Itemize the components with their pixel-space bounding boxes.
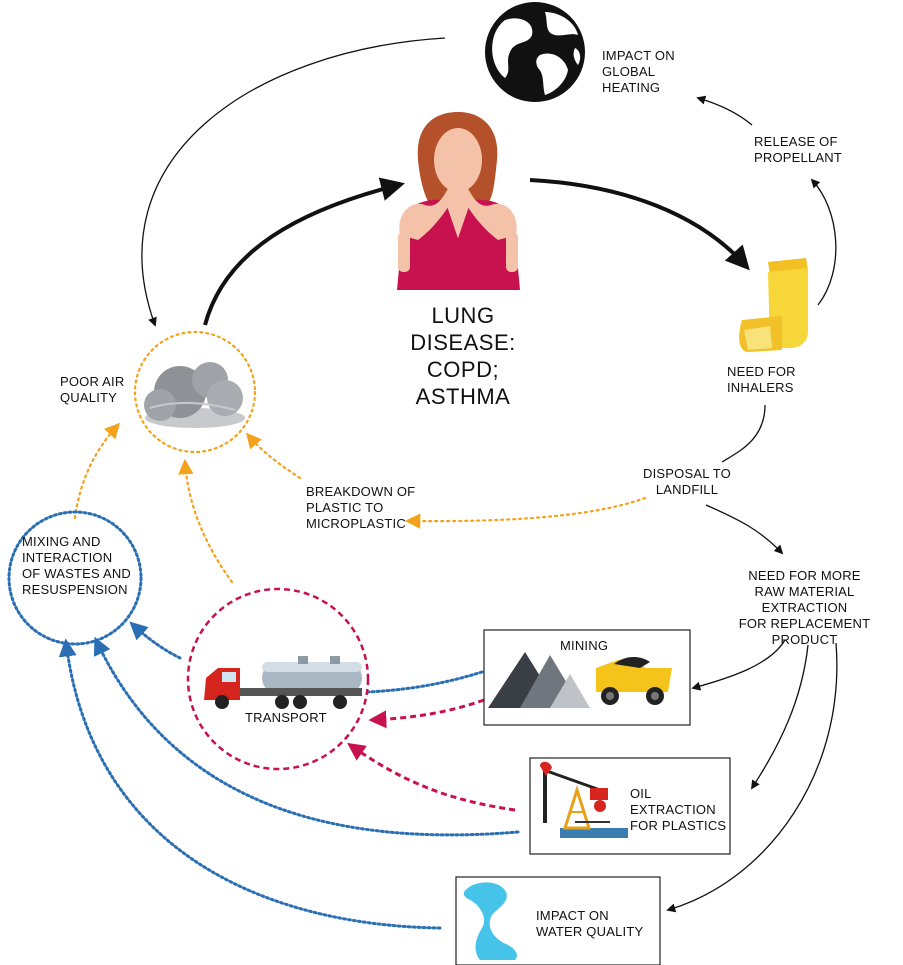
arrow-water-to-mixing (58, 638, 442, 930)
arrow-raw-to-mining (691, 639, 786, 691)
label-water-quality: IMPACT ON WATER QUALITY (536, 908, 644, 939)
label-oil-extraction: OIL EXTRACTION FOR PLASTICS (630, 786, 727, 833)
arrow-inhaler-to-release (810, 178, 837, 306)
dump-truck-icon (596, 656, 672, 705)
arrow-mixing-to-air (73, 422, 121, 520)
label-poor-air: POOR AIR QUALITY (60, 374, 125, 405)
arrow-transport-to-mixing (129, 621, 182, 660)
arrow-oil-to-transport-red (347, 742, 516, 812)
label-impact-heating: IMPACT ON GLOBAL HEATING (602, 48, 675, 95)
arrow-mining-to-transport-red (368, 698, 485, 729)
arrow-globe-to-air (141, 37, 446, 327)
mixing-circle (7, 510, 143, 646)
label-need-inhalers: NEED FOR INHALERS (727, 364, 796, 395)
mining-icon (488, 652, 590, 708)
arrow-breakdown-to-air (246, 432, 302, 480)
label-mixing: MIXING AND INTERACTION OF WASTES AND RES… (22, 534, 132, 597)
arrow-mining-to-transport (366, 670, 484, 694)
label-mining: MINING (560, 638, 609, 653)
water-icon (463, 882, 517, 960)
arrow-release-to-heating (696, 95, 753, 126)
globe-icon (485, 2, 585, 102)
label-disposal-landfill: DISPOSAL TO LANDFILL (643, 466, 731, 497)
arrow-transport-to-air (178, 458, 234, 584)
arrow-raw-to-oil (751, 644, 809, 790)
inhaler-icon (739, 258, 808, 352)
arrow-oil-to-mixing (93, 636, 520, 837)
oil-pump-icon (540, 761, 628, 838)
tanker-truck-icon (204, 656, 362, 709)
arrow-air-to-disease (203, 177, 405, 326)
label-raw-material: NEED FOR MORE RAW MATERIAL EXTRACTION FO… (738, 568, 871, 647)
arrow-disposal-to-raw (705, 504, 784, 555)
label-release-propellant: RELEASE OF PROPELLANT (754, 134, 842, 165)
label-transport: TRANSPORT (245, 710, 327, 725)
transport-circle (186, 587, 370, 771)
arrow-disposal-to-breakdown (404, 496, 647, 529)
poor-air-circle (133, 330, 257, 454)
center-title: LUNG DISEASE: COPD; ASTHMA (410, 303, 516, 409)
arrow-inhalers-to-disposal (721, 404, 766, 463)
arrow-disease-to-inhaler (529, 178, 750, 271)
cloud-icon (144, 362, 245, 428)
label-breakdown-plastic: BREAKDOWN OF PLASTIC TO MICROPLASTIC (306, 484, 416, 531)
woman-icon (397, 112, 520, 290)
arrow-raw-to-water (666, 642, 838, 913)
